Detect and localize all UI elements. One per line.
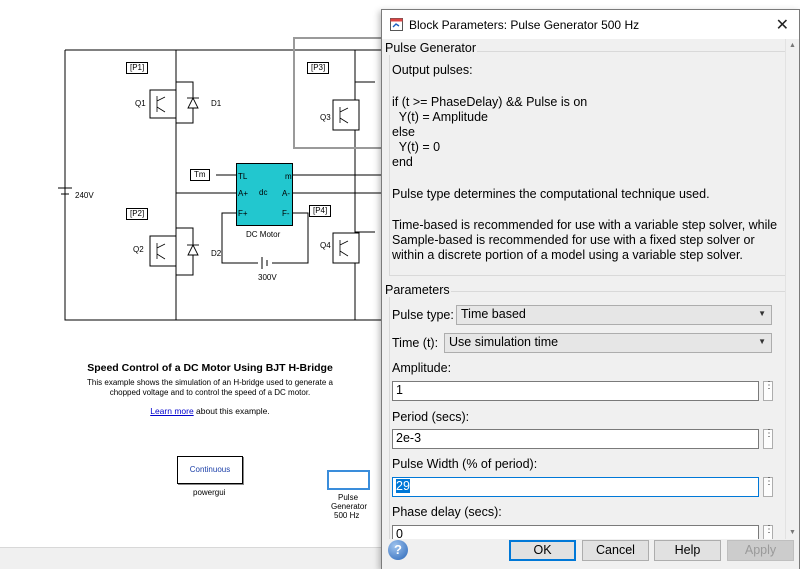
powergui-name: powergui — [193, 488, 226, 497]
dialog-vertical-scrollbar[interactable]: ▲ ▼ — [785, 39, 799, 539]
description-pulse-type: Pulse type determines the computational … — [392, 187, 710, 201]
motor-port-f-plus: F+ — [238, 209, 248, 218]
amplitude-input[interactable]: 1 — [392, 381, 759, 401]
help-icon[interactable]: ? — [388, 540, 408, 560]
pulse-type-select[interactable]: Time based ▼ — [456, 305, 772, 325]
pulse-type-value: Time based — [461, 307, 526, 321]
dialog-titlebar[interactable]: Block Parameters: Pulse Generator 500 Hz… — [382, 10, 799, 39]
chevron-down-icon: ▼ — [758, 309, 766, 318]
pulse-width-value: 29 — [396, 479, 410, 493]
battery-voltage-label: 300V — [258, 273, 277, 282]
motor-symbol: dc — [259, 188, 268, 197]
parameters-group — [389, 291, 786, 539]
block-parameters-dialog: Block Parameters: Pulse Generator 500 Hz… — [381, 9, 800, 569]
tm-from-tag[interactable]: Tm — [190, 169, 210, 181]
pulse-block-name-line3: 500 Hz — [334, 511, 360, 520]
chevron-down-icon: ▼ — [758, 337, 766, 346]
description-code: if (t >= PhaseDelay) && Pulse is on Y(t)… — [392, 95, 588, 169]
pulse-width-input[interactable]: 29 — [392, 477, 759, 497]
pulse-type-label: Pulse type: — [392, 308, 454, 322]
diode-label-d2: D2 — [211, 249, 222, 258]
time-label: Time (t): — [392, 336, 439, 350]
phase-delay-more-icon[interactable]: ⋮ — [763, 525, 774, 539]
dialog-button-bar: ? OK Cancel Help Apply — [382, 539, 799, 569]
time-select[interactable]: Use simulation time ▼ — [444, 333, 772, 353]
motor-port-a-minus: A- — [282, 189, 290, 198]
ok-button[interactable]: OK — [509, 540, 576, 561]
motor-port-tl: TL — [238, 172, 248, 181]
period-input[interactable]: 2e-3 — [392, 429, 759, 449]
simulink-block-icon — [390, 18, 403, 31]
pulse-width-label: Pulse Width (% of period): — [392, 457, 538, 471]
time-value: Use simulation time — [449, 335, 559, 349]
close-icon[interactable]: ✕ — [775, 17, 789, 34]
motor-port-m: m — [285, 172, 292, 181]
block-description-group — [389, 51, 786, 276]
amplitude-more-icon[interactable]: ⋮ — [763, 381, 774, 401]
model-description: This example shows the simulation of an … — [60, 378, 360, 398]
description-heading: Output pulses: — [392, 63, 473, 77]
dialog-title: Block Parameters: Pulse Generator 500 Hz — [409, 18, 640, 32]
learn-more-row: Learn more about this example. — [60, 406, 360, 416]
canvas-horizontal-scrollbar[interactable] — [0, 547, 390, 569]
pulse-block-name-line1: Pulse — [338, 493, 359, 502]
amplitude-label: Amplitude: — [392, 361, 452, 375]
model-title: Speed Control of a DC Motor Using BJT H-… — [87, 362, 333, 374]
phase-delay-label: Phase delay (secs): — [392, 505, 502, 519]
block-group-title: Pulse Generator — [384, 41, 478, 55]
model-description-line2: chopped voltage and to control the speed… — [109, 388, 311, 397]
switch-label-q1: Q1 — [135, 99, 146, 108]
help-button[interactable]: Help — [654, 540, 721, 561]
apply-button[interactable]: Apply — [727, 540, 794, 561]
pulse-generator-block[interactable] — [327, 470, 370, 490]
period-more-icon[interactable]: ⋮ — [763, 429, 774, 449]
period-label: Period (secs): — [392, 410, 470, 424]
goto-tag-p3[interactable]: [P3] — [307, 62, 330, 74]
goto-tag-p4[interactable]: [P4] — [309, 205, 332, 217]
dc-motor-block[interactable] — [236, 163, 293, 226]
powergui-block[interactable]: Continuous — [177, 456, 243, 484]
scroll-up-icon[interactable]: ▲ — [789, 42, 796, 49]
scroll-down-icon[interactable]: ▼ — [789, 529, 796, 536]
parameters-title: Parameters — [384, 283, 451, 297]
model-description-line1: This example shows the simulation of an … — [87, 378, 333, 387]
pulse-block-name-line2: Generator — [331, 502, 368, 511]
switch-label-q2: Q2 — [133, 245, 144, 254]
motor-port-a-plus: A+ — [238, 189, 249, 198]
switch-label-q4: Q4 — [320, 241, 331, 250]
pulse-width-more-icon[interactable]: ⋮ — [763, 477, 774, 497]
motor-name: DC Motor — [246, 230, 281, 239]
learn-more-suffix: about this example. — [193, 406, 270, 416]
phase-delay-input[interactable]: 0 — [392, 525, 759, 539]
description-recommendation: Time-based is recommended for use with a… — [392, 218, 778, 262]
cancel-button[interactable]: Cancel — [582, 540, 649, 561]
dialog-content: Pulse Generator Output pulses: if (t >= … — [382, 39, 786, 539]
learn-more-link[interactable]: Learn more — [150, 406, 194, 416]
switch-label-q3: Q3 — [320, 113, 331, 122]
goto-tag-p2[interactable]: [P2] — [126, 208, 149, 220]
diode-label-d1: D1 — [211, 99, 222, 108]
goto-tag-p1[interactable]: [P1] — [126, 62, 149, 74]
source-voltage-label: 240V — [75, 191, 94, 200]
motor-port-f-minus: F- — [282, 209, 290, 218]
